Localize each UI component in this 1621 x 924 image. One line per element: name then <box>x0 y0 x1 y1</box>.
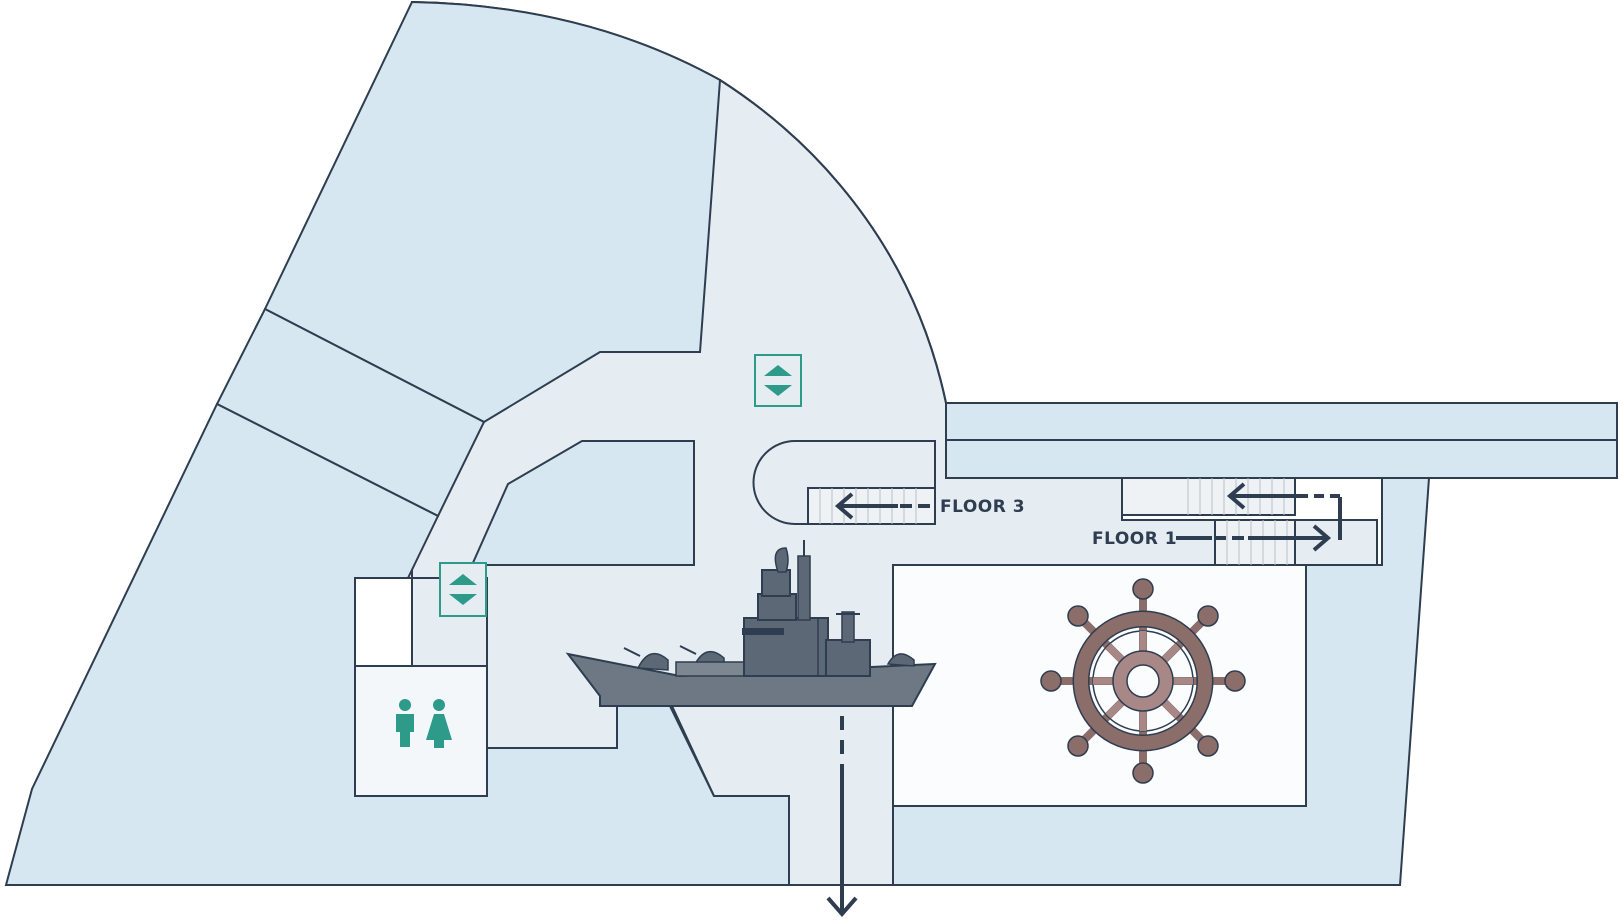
down-arrow-icon <box>826 716 858 918</box>
stairs-floor1: FLOOR 1 <box>1092 477 1342 566</box>
warship-icon <box>565 540 937 797</box>
restroom-icon <box>396 699 452 748</box>
room-east-wing-upper <box>945 402 1618 441</box>
elevator-icon[interactable] <box>439 562 487 617</box>
elevator-icon[interactable] <box>754 354 802 407</box>
room-southwest <box>4 402 790 886</box>
stair-treads-floor1 <box>1187 478 1288 565</box>
stair-steps-floor1 <box>1214 519 1296 566</box>
floor3-label: FLOOR 3 <box>940 497 1025 517</box>
ship-wheel-icon <box>1040 578 1246 784</box>
floor1-label: FLOOR 1 <box>1092 529 1177 549</box>
stairs-floor3: FLOOR 3 <box>752 440 1025 525</box>
outer-arc-wall <box>719 79 947 404</box>
route-arrow-floor1 <box>1176 482 1342 552</box>
rooms <box>4 0 1618 886</box>
room-central <box>470 440 695 566</box>
room-east-wing-lower <box>945 439 1618 479</box>
room-northwest <box>263 0 722 424</box>
route-arrow-floor3 <box>834 492 930 520</box>
restroom-room <box>354 665 488 797</box>
